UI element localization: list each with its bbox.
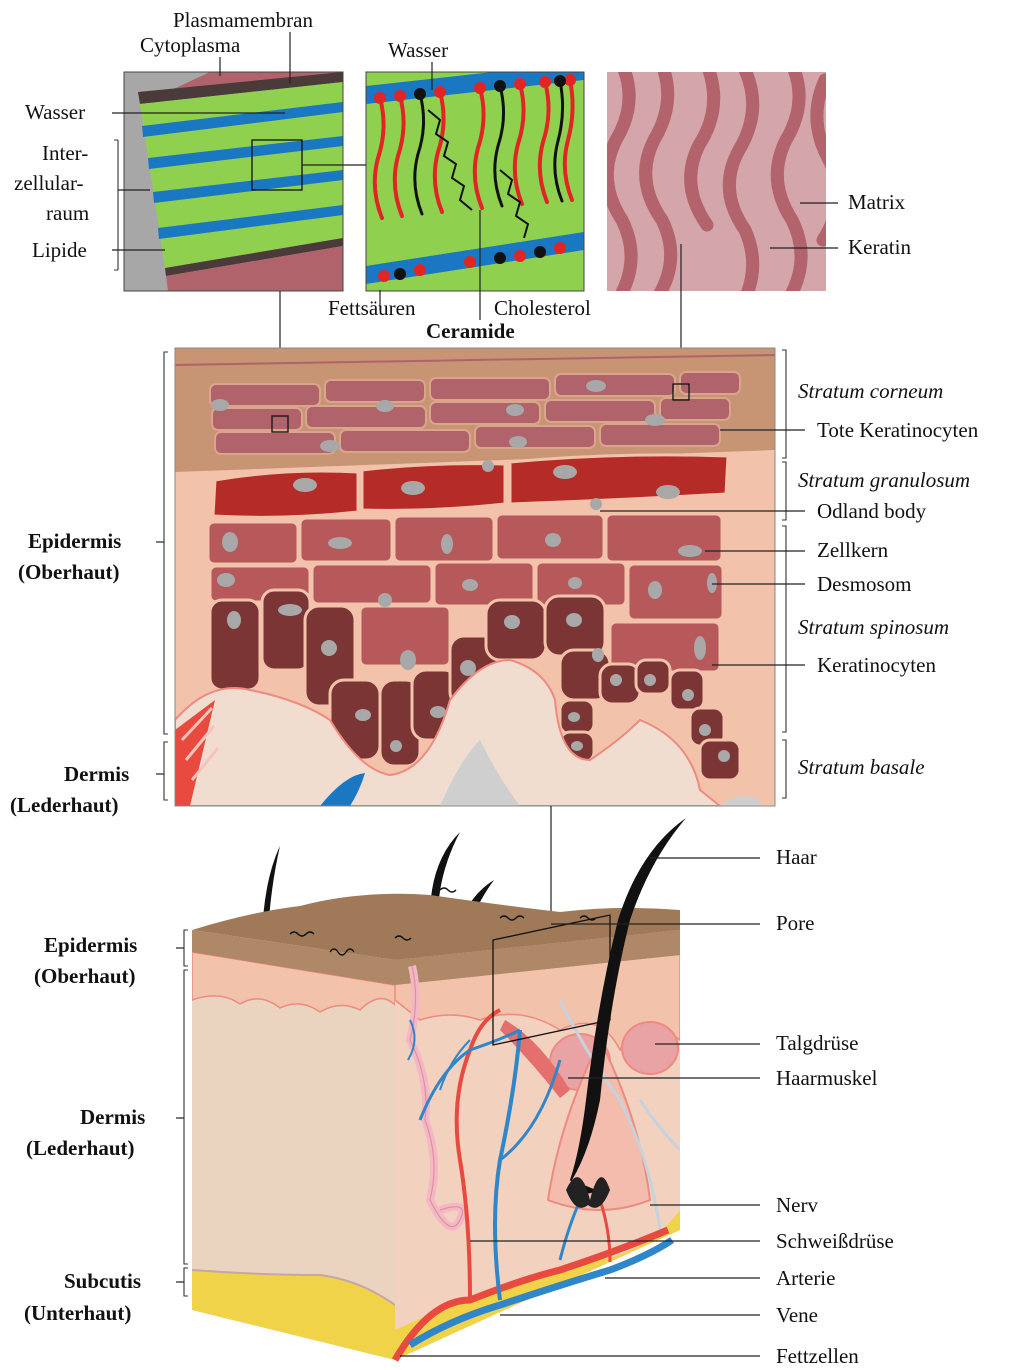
label-wasser-ceramide: Wasser (388, 38, 448, 62)
label-tote-keratinocyten: Tote Keratinocyten (817, 418, 979, 442)
label-inter-3: raum (46, 201, 89, 225)
label-keratinocyten: Keratinocyten (817, 653, 936, 677)
label-pore: Pore (776, 911, 815, 935)
label-ceramide: Ceramide (426, 319, 515, 343)
label-stratum-spinosum: Stratum spinosum (798, 615, 949, 639)
label-oberhaut-detail: (Oberhaut) (18, 560, 120, 584)
label-arterie: Arterie (776, 1266, 835, 1290)
label-stratum-granulosum: Stratum granulosum (798, 468, 970, 492)
ceramide-panel (366, 62, 584, 291)
label-vene: Vene (776, 1303, 818, 1327)
corneum-cells (210, 372, 740, 454)
label-cytoplasma: Cytoplasma (140, 33, 241, 57)
keratin-panel (607, 60, 838, 310)
label-epidermis-detail: Epidermis (28, 529, 121, 553)
label-wasser-left: Wasser (25, 100, 85, 124)
skin-block (190, 818, 690, 1370)
label-talgdruese: Talgdrüse (776, 1031, 859, 1055)
epidermis-detail (175, 348, 775, 806)
label-desmosom: Desmosom (817, 572, 912, 596)
label-unterhaut: (Unterhaut) (24, 1301, 131, 1325)
label-inter-1: Inter- (42, 141, 88, 165)
label-stratum-basale: Stratum basale (798, 755, 925, 779)
label-stratum-corneum: Stratum corneum (798, 379, 943, 403)
label-odland-body: Odland body (817, 499, 927, 523)
label-cholesterol: Cholesterol (494, 296, 591, 320)
label-plasmamembran: Plasmamembran (173, 8, 313, 32)
label-fettsaeuren: Fettsäuren (328, 296, 416, 320)
label-inter-2: zellular- (14, 171, 84, 195)
label-haar: Haar (776, 845, 817, 869)
membrane-panel (124, 72, 343, 291)
label-fettzellen: Fettzellen (776, 1344, 859, 1368)
label-oberhaut-block: (Oberhaut) (34, 964, 136, 988)
label-subcutis: Subcutis (64, 1269, 141, 1293)
label-nerv: Nerv (776, 1193, 818, 1217)
label-epidermis-block: Epidermis (44, 933, 137, 957)
label-schweissdruese: Schweißdrüse (776, 1229, 894, 1253)
label-zellkern: Zellkern (817, 538, 889, 562)
label-keratin: Keratin (848, 235, 911, 259)
label-dermis-block: Dermis (80, 1105, 145, 1129)
label-lederhaut-detail: (Lederhaut) (10, 793, 119, 817)
label-dermis-detail: Dermis (64, 762, 129, 786)
label-haarmuskel: Haarmuskel (776, 1066, 878, 1090)
label-matrix: Matrix (848, 190, 906, 214)
label-lipide: Lipide (32, 238, 87, 262)
label-lederhaut-block: (Lederhaut) (26, 1136, 135, 1160)
